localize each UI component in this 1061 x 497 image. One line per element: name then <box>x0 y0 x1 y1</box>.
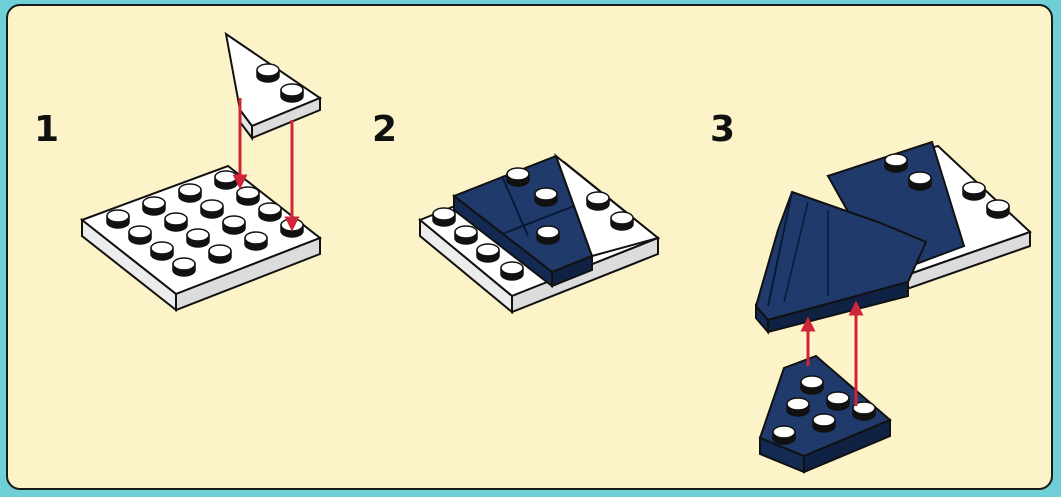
step-1-group <box>82 34 320 310</box>
stud-top <box>179 184 201 196</box>
instruction-panel: 1 2 3 <box>6 4 1053 490</box>
stud-top <box>237 187 259 199</box>
stud-top <box>477 244 499 256</box>
stud-top <box>773 426 795 438</box>
stud-top <box>129 226 151 238</box>
stud-top <box>433 208 455 220</box>
stud-top <box>885 154 907 166</box>
stud-top <box>281 84 303 96</box>
stud-top <box>787 398 809 410</box>
stud-top <box>143 197 165 209</box>
stud-top <box>173 258 195 270</box>
lego-plate-4x4-icon <box>82 166 320 310</box>
stud-top <box>259 203 281 215</box>
stud-top <box>827 392 849 404</box>
stud-top <box>587 192 609 204</box>
stud-top <box>165 213 187 225</box>
stud-top <box>223 216 245 228</box>
assembly-illustration <box>8 6 1053 490</box>
stud-top <box>151 242 173 254</box>
stud-top <box>987 200 1009 212</box>
stud-top <box>801 376 823 388</box>
stud-top <box>813 414 835 426</box>
step-2-group <box>420 156 658 312</box>
stud-top <box>187 229 209 241</box>
stud-top <box>201 200 223 212</box>
stud-top <box>215 171 237 183</box>
stud-top <box>107 210 129 222</box>
stud-top <box>455 226 477 238</box>
stud-top <box>909 172 931 184</box>
stud-top <box>245 232 267 244</box>
stud-top <box>257 64 279 76</box>
stud-top <box>209 245 231 257</box>
stud-top <box>537 226 559 238</box>
stud-top <box>611 212 633 224</box>
stud-top <box>507 168 529 180</box>
stud-top <box>501 262 523 274</box>
step-3-group <box>756 142 1030 472</box>
stud-top <box>963 182 985 194</box>
stud-top <box>535 188 557 200</box>
